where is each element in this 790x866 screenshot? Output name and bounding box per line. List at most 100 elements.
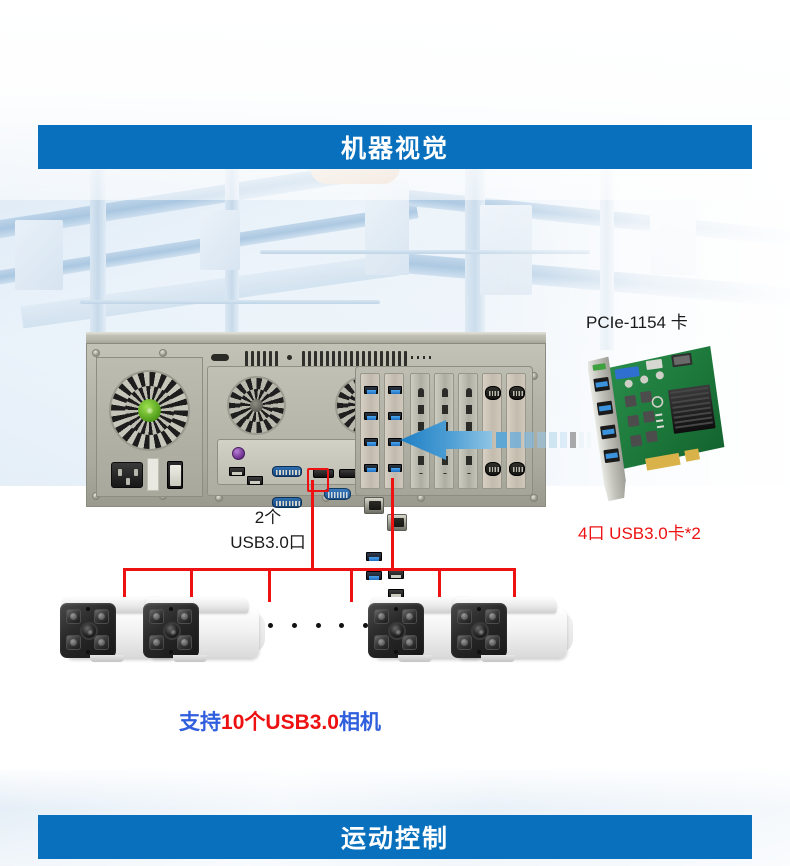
camera-mount-bracket — [398, 655, 432, 662]
camera-front-face — [143, 603, 199, 658]
camera-mic-hole — [169, 650, 173, 654]
camera-lens — [471, 622, 489, 640]
card1-usb3-port-4 — [364, 464, 378, 472]
case-fan-1 — [227, 376, 286, 435]
serial-port-com2 — [272, 497, 302, 508]
ellipsis-dot — [268, 622, 273, 628]
camera-light-sensor — [169, 607, 173, 611]
camera-ir-led-tr — [177, 609, 192, 624]
camera-front-face — [451, 603, 507, 658]
psu-fan-grille — [109, 370, 190, 451]
usb3-port-1 — [366, 552, 382, 561]
card1-usb3-port-2 — [364, 412, 378, 420]
camera-mount-bracket — [481, 655, 515, 662]
support-prefix: 支持 — [179, 711, 222, 734]
tree-drop-5 — [438, 568, 441, 602]
camera-ir-led-tr — [402, 609, 417, 624]
support-highlight: 10个USB3.0 — [221, 711, 339, 734]
usb3-camera-4 — [451, 595, 573, 673]
camera-support-caption: 支持10个USB3.0相机 — [0, 706, 560, 736]
tree-riser-onboard — [311, 480, 314, 570]
pcie-card-label: PCIe-1154 卡 — [586, 313, 688, 332]
ps2-port — [232, 447, 245, 460]
usb-count-line-2: USB3.0口 — [230, 533, 306, 552]
camera-ir-led-br — [402, 635, 417, 650]
ellipsis-dot — [291, 622, 297, 628]
tree-riser-cards — [391, 478, 394, 570]
serial-port-com1 — [272, 466, 302, 477]
camera-ir-led-br — [94, 635, 109, 650]
camera-ir-led-tr — [485, 609, 500, 624]
camera-front-face — [60, 603, 116, 658]
camera-ir-led-bl — [457, 635, 472, 650]
tree-drop-6 — [513, 568, 516, 602]
lan-port-1 — [364, 497, 384, 514]
tree-drop-3 — [268, 568, 271, 602]
onboard-usb3-label: 2个 USB3.0口 — [213, 505, 323, 555]
camera-ir-led-tr — [94, 609, 109, 624]
vga-port — [324, 488, 351, 500]
camera-mic-hole — [477, 650, 481, 654]
camera-light-sensor — [477, 607, 481, 611]
ellipsis-dot — [339, 622, 345, 628]
ac-power-socket — [111, 462, 143, 488]
dsub-connector-bottom-2 — [509, 462, 525, 476]
usb3-highlight-box — [307, 468, 329, 492]
support-suffix: 相机 — [338, 711, 381, 734]
ellipsis-dot — [315, 622, 321, 628]
camera-ir-led-br — [485, 635, 500, 650]
card-quantity-label: 4口 USB3.0卡*2 — [578, 524, 701, 543]
chassis-screw — [159, 349, 167, 357]
camera-ir-led-tl — [149, 609, 164, 624]
camera-mic-hole — [394, 650, 398, 654]
card2-usb3-port-1 — [388, 386, 402, 394]
pcie-card-slot-2 — [384, 373, 404, 489]
camera-ir-led-tl — [457, 609, 472, 624]
card2-usb3-port-3 — [388, 438, 402, 446]
camera-front-face — [368, 603, 424, 658]
camera-ellipsis — [268, 620, 368, 630]
psu-label-sticker — [147, 458, 159, 491]
camera-mount-bracket — [90, 655, 124, 662]
tree-drop-2 — [190, 568, 193, 602]
camera-ir-led-tl — [66, 609, 81, 624]
chassis-screw — [92, 349, 100, 357]
usb3-port-2 — [366, 571, 382, 580]
card1-usb3-port-1 — [364, 386, 378, 394]
installation-direction-arrow — [400, 418, 600, 463]
expansion-slot-dsub-7 — [506, 373, 526, 489]
chassis-vent-dots-row — [387, 356, 433, 359]
camera-lens — [163, 622, 181, 640]
industrial-pc-chassis — [86, 332, 546, 598]
section-banner-machine-vision: 机器视觉 — [38, 125, 752, 169]
camera-ir-led-br — [177, 635, 192, 650]
usb2-port-1 — [229, 467, 245, 476]
section-banner-motion-control: 运动控制 — [38, 815, 752, 859]
card2-usb3-port-2 — [388, 412, 402, 420]
tree-drop-1 — [123, 568, 126, 602]
chassis-vent-dot — [287, 355, 292, 360]
ellipsis-dot — [363, 622, 368, 628]
usb-connection-tree — [0, 478, 790, 610]
chassis-screw — [530, 494, 538, 502]
dsub-connector-top — [485, 386, 501, 400]
camera-mount-bracket — [173, 655, 207, 662]
dsub-connector-top-2 — [509, 386, 525, 400]
camera-light-sensor — [86, 607, 90, 611]
usb2-port-2 — [247, 476, 263, 485]
power-switch — [167, 461, 183, 489]
pcie-card-slot-1 — [360, 373, 380, 489]
io-shield-panel — [217, 439, 414, 598]
camera-light-sensor — [394, 607, 398, 611]
card1-usb3-port-3 — [364, 438, 378, 446]
usb-count-line-1: 2个 — [254, 508, 282, 527]
power-supply-unit — [96, 357, 203, 497]
chassis-top-lip — [86, 332, 546, 345]
pcie-1154-card-image — [586, 340, 728, 505]
camera-ir-led-bl — [374, 635, 389, 650]
camera-lens — [80, 622, 98, 640]
tree-bus — [123, 568, 516, 571]
camera-lens — [388, 622, 406, 640]
chassis-vent-group-right — [302, 351, 407, 368]
